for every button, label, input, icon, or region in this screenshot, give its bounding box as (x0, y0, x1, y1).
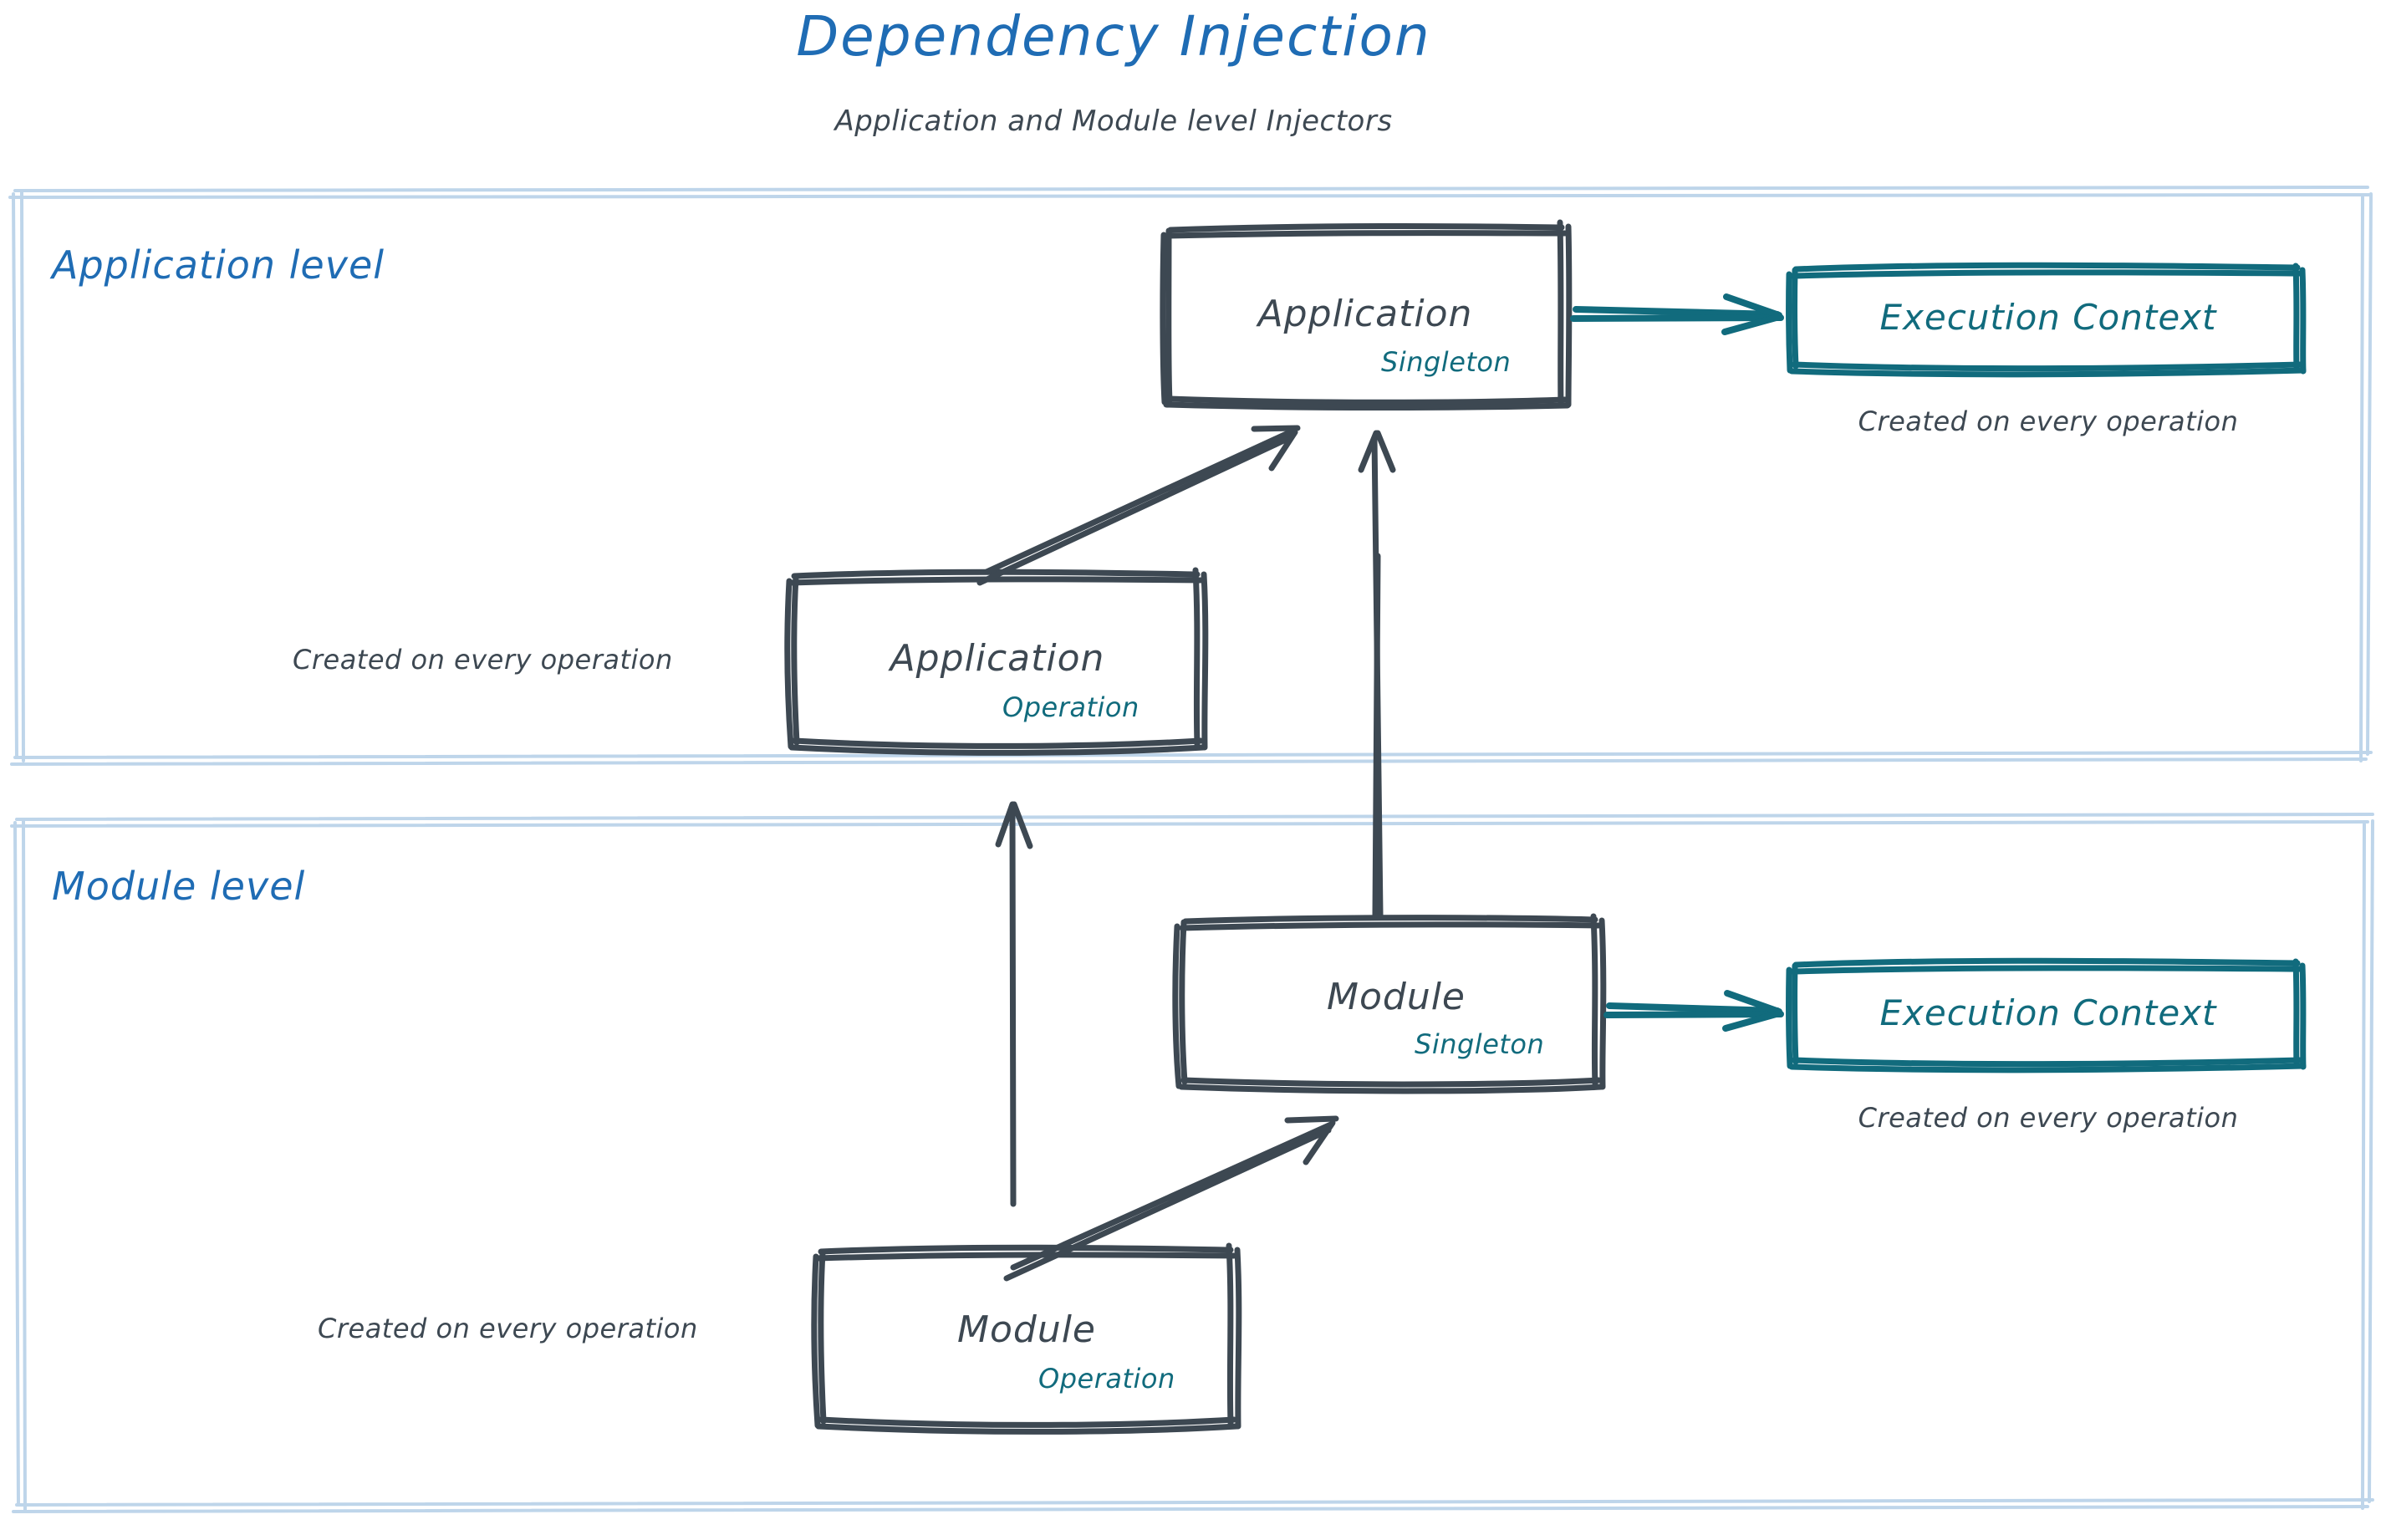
edge-app-operation-to-app-singleton (976, 425, 1301, 586)
node-title-module-execution-context[interactable]: Execution Context (1879, 992, 2217, 1033)
zone-frame-module-level (10, 813, 2374, 1513)
node-title-application-singleton[interactable]: Application (1257, 293, 1473, 335)
node-badge-application-singleton: Singleton (1381, 346, 1512, 378)
edge-module-singleton-to-module-context (1603, 990, 1784, 1032)
node-caption-application-execution-context: Created on every operation (1858, 405, 2239, 437)
node-caption-application-operation: Created on every operation (293, 644, 673, 676)
node-title-application-operation[interactable]: Application (890, 637, 1105, 680)
zone-label-application-level: Application level (52, 242, 385, 288)
node-title-application-execution-context[interactable]: Execution Context (1879, 297, 2217, 338)
node-title-module-singleton[interactable]: Module (1327, 976, 1466, 1018)
node-title-module-operation[interactable]: Module (957, 1308, 1096, 1351)
edge-app-singleton-to-app-context (1570, 293, 1784, 335)
node-badge-module-singleton: Singleton (1415, 1028, 1545, 1060)
node-badge-module-operation: Operation (1038, 1363, 1175, 1395)
edge-module-operation-to-app-operation (995, 801, 1033, 1207)
edge-module-operation-to-module-singleton (1003, 1115, 1339, 1282)
page-subtitle: Application and Module level Injectors (834, 105, 1393, 138)
node-caption-module-operation: Created on every operation (318, 1313, 698, 1344)
edge-module-singleton-to-app-singleton (1358, 430, 1396, 918)
page-title: Dependency Injection (796, 4, 1431, 69)
node-caption-module-execution-context: Created on every operation (1858, 1102, 2239, 1134)
zone-label-module-level: Module level (52, 864, 306, 909)
node-badge-application-operation: Operation (1002, 691, 1139, 723)
